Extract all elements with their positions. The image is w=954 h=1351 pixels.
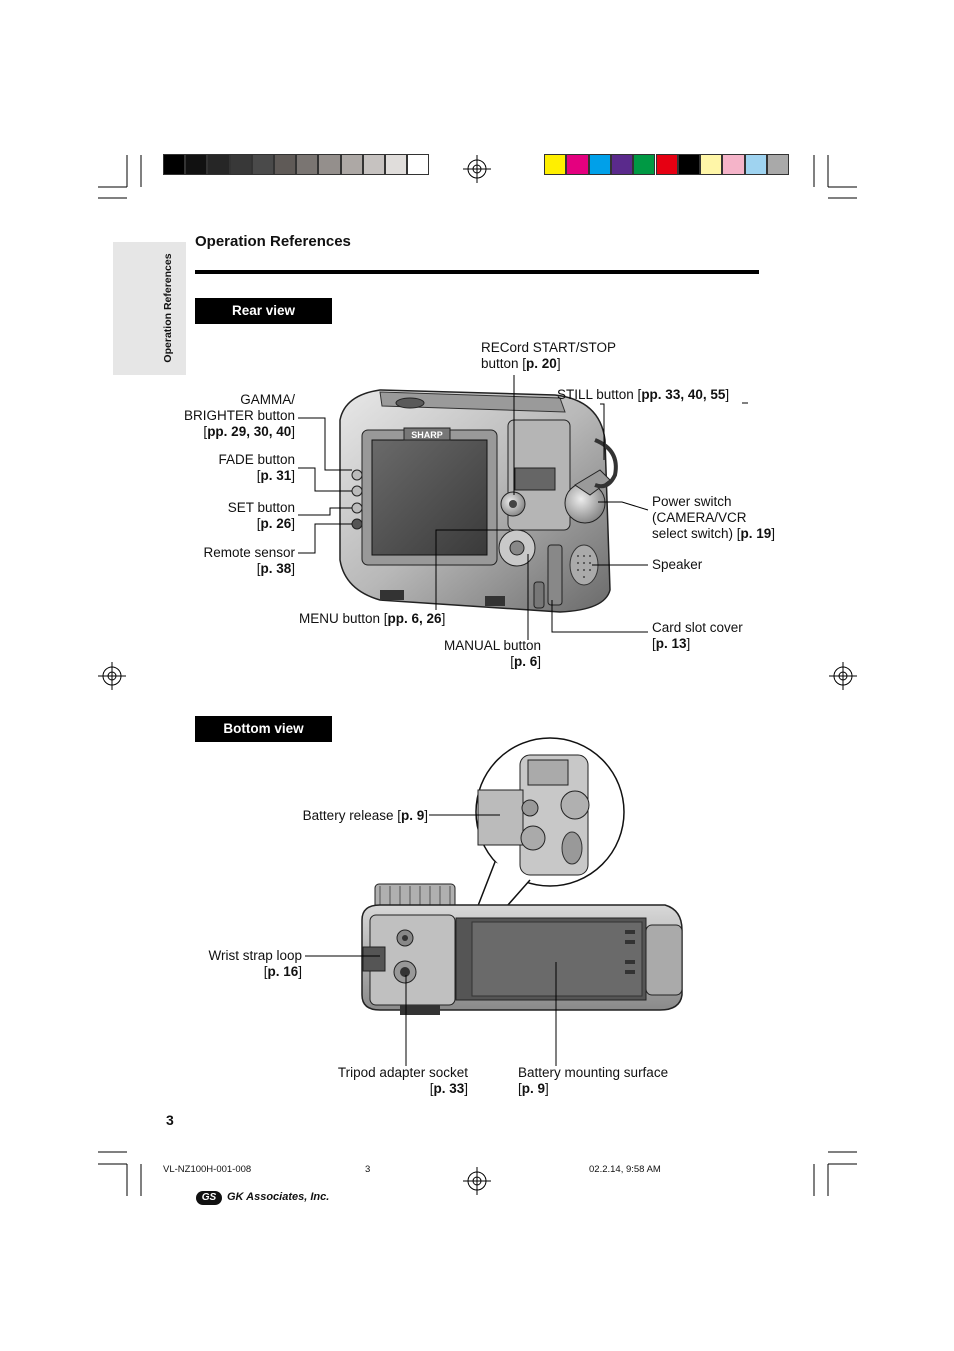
label-wrist-line2: [p. 16] xyxy=(263,964,302,979)
color-swatch xyxy=(544,154,567,175)
label-menu: MENU button [pp. 6, 26] xyxy=(299,611,446,626)
gray-swatch xyxy=(207,154,230,175)
company-logo-icon: GS xyxy=(196,1191,222,1205)
label-mount-line1: Battery mounting surface xyxy=(518,1065,669,1080)
label-set-line2: [p. 26] xyxy=(256,516,295,531)
label-power-line2: (CAMERA/VCR xyxy=(652,510,747,525)
color-swatch xyxy=(655,154,678,175)
label-tripod-line2: [p. 33] xyxy=(429,1081,468,1096)
gray-swatch xyxy=(163,154,186,175)
label-mount-line2: [p. 9] xyxy=(518,1081,549,1096)
gray-swatch xyxy=(385,154,408,175)
color-swatch xyxy=(677,154,701,175)
gray-swatch xyxy=(296,154,319,175)
registration-target-icon xyxy=(98,155,857,1195)
color-swatch xyxy=(700,154,723,175)
color-swatch xyxy=(744,154,767,175)
page-number: 3 xyxy=(166,1112,174,1128)
title-rule xyxy=(195,270,759,274)
label-gamma-line3: [pp. 29, 30, 40] xyxy=(203,424,295,439)
gray-swatch xyxy=(340,154,363,175)
color-swatch xyxy=(722,154,745,175)
label-speaker: Speaker xyxy=(652,557,703,572)
company-name: GK Associates, Inc. xyxy=(227,1191,330,1203)
label-set-line1: SET button xyxy=(227,500,295,515)
brand-logo: SHARP xyxy=(411,430,443,440)
label-record-line2: button [p. 20] xyxy=(481,356,561,371)
center-page-number: 3 xyxy=(365,1164,371,1175)
color-swatch xyxy=(610,154,634,175)
label-card-line1: Card slot cover xyxy=(652,620,743,635)
gray-swatch xyxy=(362,154,385,175)
label-gamma-line1: GAMMA/ xyxy=(240,392,295,407)
label-card-line2: [p. 13] xyxy=(652,636,691,651)
side-tab xyxy=(113,242,186,375)
label-power-line3: select switch) [p. 19] xyxy=(652,526,776,541)
label-gamma-line2: BRIGHTER button xyxy=(183,408,295,423)
gray-swatch xyxy=(229,154,252,175)
label-remote-line1: Remote sensor xyxy=(203,545,295,560)
color-swatch xyxy=(566,154,589,175)
label-still: STILL button [pp. 33, 40, 55] xyxy=(557,387,730,402)
gray-swatch xyxy=(251,154,274,175)
label-remote-line2: [p. 38] xyxy=(256,561,295,576)
rear-view-heading: Rear view xyxy=(195,298,332,324)
gray-swatch xyxy=(318,154,341,175)
label-manual-line1: MANUAL button xyxy=(443,638,541,653)
page-title: Operation References xyxy=(195,233,351,250)
timestamp: 02.2.14, 9:58 AM xyxy=(589,1164,661,1175)
color-swatch xyxy=(588,154,611,175)
gray-swatch xyxy=(407,154,430,175)
label-tripod-line1: Tripod adapter socket xyxy=(337,1065,468,1080)
label-fade-line1: FADE button xyxy=(218,452,295,467)
label-manual-line2: [p. 6] xyxy=(510,654,541,669)
color-swatch xyxy=(633,154,656,175)
bottom-view-heading: Bottom view xyxy=(195,716,332,742)
label-wrist-line1: Wrist strap loop xyxy=(208,948,302,963)
label-fade-line2: [p. 31] xyxy=(256,468,295,483)
label-record-line1: RECord START/STOP xyxy=(481,340,617,355)
color-swatch xyxy=(767,154,790,175)
gray-swatch xyxy=(185,154,208,175)
file-code: VL-NZ100H-001-008 xyxy=(163,1164,252,1175)
gray-swatch xyxy=(274,154,297,175)
label-battery-release: Battery release [p. 9] xyxy=(302,808,428,823)
label-power-line1: Power switch xyxy=(652,494,732,509)
